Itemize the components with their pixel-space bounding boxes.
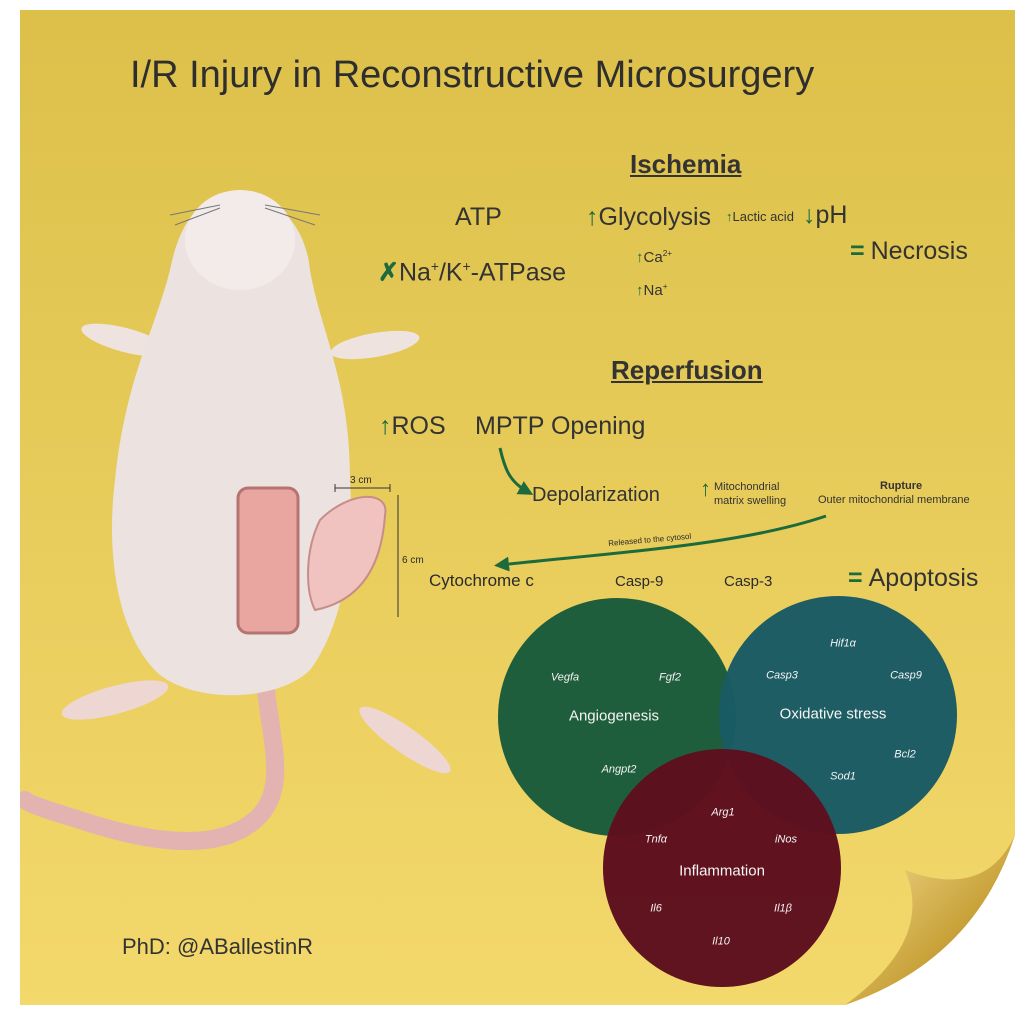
gene-casp9: Casp9	[890, 669, 922, 682]
up-arrow-icon: ↑	[379, 412, 392, 440]
glycolysis-item: ↑Glycolysis	[586, 203, 712, 231]
scale-width-label: 3 cm	[350, 475, 372, 486]
atp-label: ATP	[455, 203, 502, 231]
page-curl	[845, 835, 1015, 1005]
gene-inos: iNos	[774, 833, 798, 846]
gene-bcl2: Bcl2	[894, 748, 916, 761]
up-arrow-icon: ↑	[636, 282, 644, 299]
depolarization-label: Depolarization	[532, 484, 660, 506]
author-credit: PhD: @ABallestinR	[122, 934, 314, 959]
equals-icon: =	[848, 564, 863, 592]
calcium-item: ↑Ca2+	[636, 249, 673, 266]
cytochrome-label: Cytochrome c	[429, 571, 534, 590]
gene-angpt2: Angpt2	[601, 763, 637, 776]
equals-icon: =	[850, 237, 865, 265]
up-arrow-icon: ↑	[636, 249, 644, 266]
gene-casp3: Casp3	[766, 669, 798, 682]
inflammation-label: Inflammation	[679, 862, 765, 880]
gene-hif1a: Hif1α	[830, 637, 856, 650]
page-title: I/R Injury in Reconstructive Microsurger…	[130, 54, 815, 96]
gene-il10: Il10	[712, 935, 730, 948]
lactic-acid-item: ↑Lactic acid	[726, 209, 794, 224]
na-k-atpase-item: ✗Na+/K+-ATPase	[378, 258, 567, 287]
up-arrow-icon: ↑	[700, 476, 711, 501]
ischemia-heading: Ischemia	[630, 149, 742, 179]
casp3-label: Casp-3	[724, 573, 773, 590]
gene-il1b: Il1β	[774, 902, 792, 915]
ros-item: ↑ROS	[379, 412, 446, 440]
gene-il6: Il6	[650, 902, 662, 915]
gene-sod1: Sod1	[830, 770, 856, 783]
reperfusion-heading: Reperfusion	[611, 355, 763, 385]
gene-tnfa: Tnfα	[644, 833, 668, 846]
apoptosis-item: =Apoptosis	[848, 564, 979, 592]
scale-height-label: 6 cm	[402, 555, 424, 566]
gene-fgf2: Fgf2	[658, 671, 682, 684]
inflammation-circle	[603, 749, 841, 987]
casp9-label: Casp-9	[615, 573, 664, 590]
swelling-item: ↑ Mitochondrial matrix swelling	[700, 476, 787, 508]
rat-illustration	[20, 190, 451, 850]
rupture-label: Rupture	[880, 480, 923, 492]
down-arrow-icon: ↓	[803, 201, 816, 229]
oxidative-stress-label: Oxidative stress	[779, 705, 887, 723]
necrosis-item: =Necrosis	[850, 237, 968, 265]
angiogenesis-label: Angiogenesis	[568, 707, 660, 725]
cross-icon: ✗	[378, 258, 399, 287]
up-arrow-icon: ↑	[586, 203, 599, 231]
outer-membrane-label: Outer mitochondrial membrane	[818, 494, 970, 506]
ph-item: ↓pH	[803, 201, 848, 229]
mptp-label: MPTP Opening	[475, 412, 646, 440]
gene-arg1: Arg1	[711, 806, 735, 819]
sodium-item: ↑Na+	[636, 282, 668, 299]
gene-vegfa: Vegfa	[550, 671, 580, 684]
up-arrow-icon: ↑	[726, 209, 733, 224]
